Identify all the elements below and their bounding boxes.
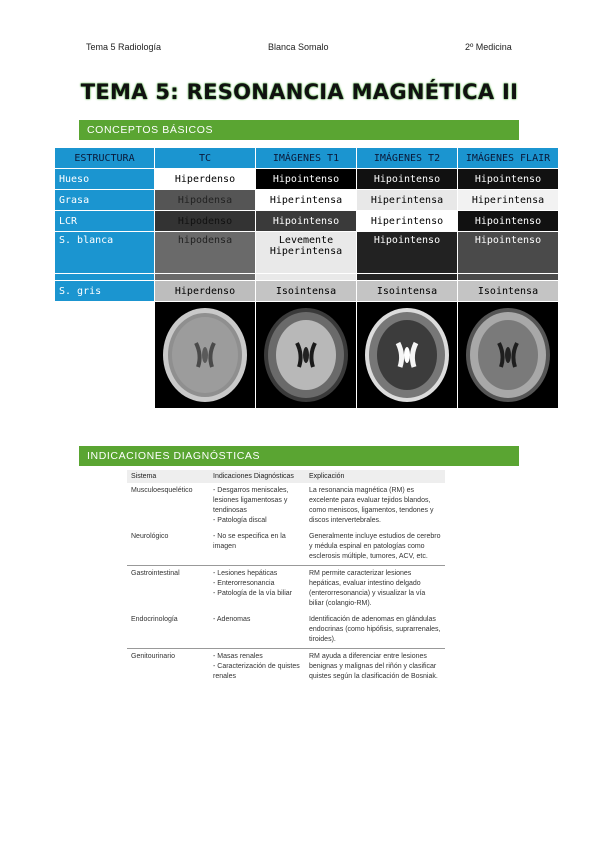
indications-explanation: RM permite caracterizar lesiones hepátic… [305, 565, 445, 612]
brain-ct-image [155, 302, 255, 408]
indications-row: Genitourinario - Masas renales - Caracte… [127, 648, 445, 685]
mri-cell: Hipointenso [256, 169, 356, 189]
mri-spacer-row [55, 274, 558, 280]
mri-cell: Hipointenso [256, 211, 356, 231]
mri-cell: Isointensa [357, 281, 457, 301]
mri-cell: Hipodenso [155, 211, 255, 231]
brain-t1-image [256, 302, 356, 408]
indications-items: - Adenomas [213, 616, 251, 623]
mri-row-grasa: Grasa Hipodensa Hiperintensa Hiperintens… [55, 190, 558, 210]
indications-system: Endocrinología [131, 616, 178, 623]
mri-cell: Isointensa [458, 281, 558, 301]
mri-cell: Hipodensa [155, 190, 255, 210]
mri-cell: hipodensa [155, 232, 255, 273]
mri-cell: Isointensa [256, 281, 356, 301]
mri-row-label: Grasa [55, 190, 154, 210]
mri-row-sustancia-blanca: S. blanca hipodensa Levemente Hiperinten… [55, 232, 558, 273]
indications-items: - Lesiones hepáticas - Enterorresonancia… [209, 565, 305, 612]
mri-cell: Hipointenso [458, 169, 558, 189]
mri-cell: Hiperdenso [155, 169, 255, 189]
indications-explanation: Identificación de adenomas en glándulas … [309, 616, 441, 643]
mri-row-label: S. blanca [55, 232, 154, 273]
mri-cell: Levemente Hiperintensa [256, 232, 356, 273]
mri-cell: Hiperdenso [155, 281, 255, 301]
indications-row: Neurológico - No se especifica en la ima… [127, 529, 445, 566]
indications-items: - Desgarros meniscales, lesiones ligamen… [213, 487, 289, 524]
mri-row-sustancia-gris: S. gris Hiperdenso Isointensa Isointensa… [55, 281, 558, 301]
mri-cell: Hiperintensa [256, 190, 356, 210]
section-banner-indicaciones: INDICACIONES DIAGNÓSTICAS [79, 446, 519, 466]
indications-header-indicaciones: Indicaciones Diagnósticas [209, 470, 305, 483]
header-left: Tema 5 Radiología [86, 42, 162, 52]
mri-row-lcr: LCR Hipodenso Hipointenso Hiperintenso H… [55, 211, 558, 231]
mri-cell: Hipointenso [357, 169, 457, 189]
mri-header-flair: IMÁGENES FLAIR [458, 148, 558, 168]
mri-cell: Hiperintenso [357, 211, 457, 231]
indications-header-sistema: Sistema [127, 470, 209, 483]
mri-header-t1: IMÁGENES T1 [256, 148, 356, 168]
mri-row-hueso: Hueso Hiperdenso Hipointenso Hipointenso… [55, 169, 558, 189]
mri-comparison-table: ESTRUCTURA TC IMÁGENES T1 IMÁGENES T2 IM… [54, 147, 559, 409]
page-title: TEMA 5: RESONANCIA MAGNÉTICA II [80, 80, 519, 104]
mri-cell: Hiperintensa [458, 190, 558, 210]
indications-system: Neurológico [131, 533, 169, 540]
mri-row-label: LCR [55, 211, 154, 231]
mri-brain-images-row [55, 302, 558, 408]
indications-explanation: RM ayuda a diferenciar entre lesiones be… [305, 648, 445, 685]
indications-system: Gastrointestinal [127, 565, 209, 612]
mri-header-tc: TC [155, 148, 255, 168]
header-center: Blanca Somalo [268, 42, 329, 52]
indications-header-explicacion: Explicación [305, 470, 445, 483]
mri-row-label: Hueso [55, 169, 154, 189]
mri-header-estructura: ESTRUCTURA [55, 148, 154, 168]
mri-cell: Hipointenso [458, 232, 558, 273]
indications-row: Endocrinología - Adenomas Identificación… [127, 612, 445, 649]
mri-cell: Hiperintensa [357, 190, 457, 210]
header-right: 2º Medicina [465, 42, 512, 52]
brain-t2-image [357, 302, 457, 408]
mri-row-label: S. gris [55, 281, 154, 301]
indications-table: Sistema Indicaciones Diagnósticas Explic… [127, 470, 445, 685]
indications-items: - Masas renales - Caracterización de qui… [209, 648, 305, 685]
mri-cell: Hipointenso [357, 232, 457, 273]
section-banner-conceptos: CONCEPTOS BÁSICOS [79, 120, 519, 140]
indications-system: Musculoesquelético [131, 487, 193, 494]
indications-system: Genitourinario [127, 648, 209, 685]
indications-header-row: Sistema Indicaciones Diagnósticas Explic… [127, 470, 445, 483]
indications-items: - No se especifica en la imagen [213, 533, 286, 550]
brain-flair-image [458, 302, 558, 408]
mri-cell: Hipointenso [458, 211, 558, 231]
indications-explanation: Generalmente incluye estudios de cerebro… [309, 533, 441, 560]
mri-header-t2: IMÁGENES T2 [357, 148, 457, 168]
mri-header-row: ESTRUCTURA TC IMÁGENES T1 IMÁGENES T2 IM… [55, 148, 558, 168]
indications-row: Gastrointestinal - Lesiones hepáticas - … [127, 565, 445, 612]
indications-row: Musculoesquelético - Desgarros meniscale… [127, 483, 445, 529]
indications-explanation: La resonancia magnética (RM) es excelent… [309, 487, 434, 524]
